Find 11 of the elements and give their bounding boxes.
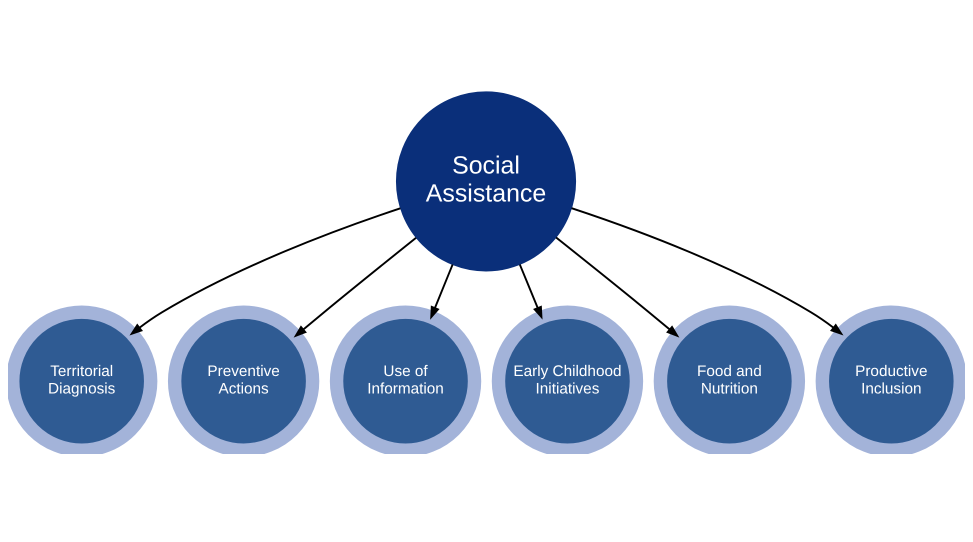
- arrow: [571, 207, 844, 336]
- arrow: [518, 264, 543, 320]
- node-circle: Preventive Actions: [168, 306, 320, 454]
- arrow: [556, 236, 680, 338]
- arrow: [430, 264, 454, 320]
- arrow: [294, 237, 417, 338]
- node-circle: Social Assistance: [396, 91, 576, 272]
- node-circle: Territorial Diagnosis: [8, 306, 158, 454]
- node-circle: Food and Nutrition: [654, 306, 806, 454]
- node-circle: Productive Inclusion: [816, 306, 965, 454]
- arrow: [130, 207, 401, 336]
